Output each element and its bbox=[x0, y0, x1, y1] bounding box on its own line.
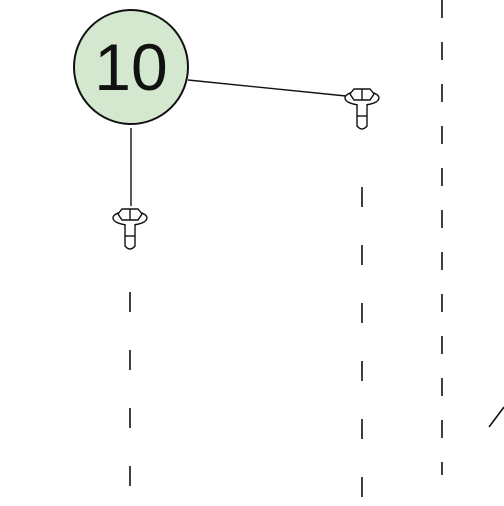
hex-flange-bolt-icon bbox=[344, 88, 380, 130]
callout-badge: 10 bbox=[73, 9, 189, 125]
callout-number: 10 bbox=[94, 30, 167, 104]
leader-lines bbox=[130, 79, 347, 206]
callout-circle bbox=[73, 9, 189, 125]
hex-flange-bolt-icon bbox=[112, 208, 148, 250]
leader-line-to-right-bolt bbox=[187, 79, 347, 97]
partial-edge-line bbox=[488, 406, 504, 428]
assembly-guide-lines bbox=[129, 0, 504, 506]
